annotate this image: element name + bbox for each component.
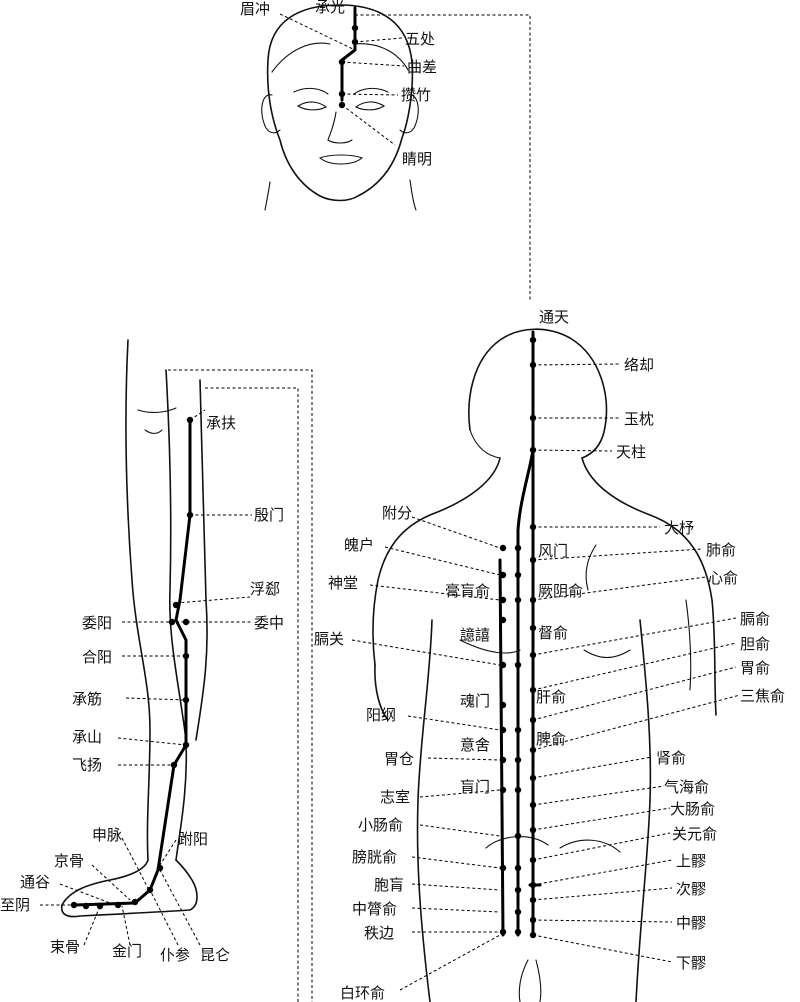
label-chengguang: 承光: [315, 0, 345, 16]
label-weizhong: 委中: [254, 614, 284, 632]
label-geshu: 膈俞: [740, 610, 770, 628]
label-ciliao: 次髎: [676, 880, 706, 898]
label-shangliao: 上髎: [676, 852, 706, 870]
label-weicang: 胃仓: [384, 750, 414, 768]
label-dachangshu: 大肠俞: [670, 800, 715, 818]
label-feiyang: 飞扬: [72, 756, 102, 774]
label-yanggang: 阳纲: [366, 706, 396, 724]
label-yixi: 譩譆: [460, 626, 490, 644]
label-zhishi: 志室: [380, 788, 410, 806]
label-shugu: 束骨: [50, 938, 80, 956]
label-jinmen: 金门: [112, 942, 142, 960]
label-fufen: 附分: [382, 504, 412, 522]
label-qihaishu: 气海俞: [664, 778, 709, 796]
label-shenmai: 申脉: [92, 826, 122, 844]
label-tianzhu: 天柱: [616, 443, 646, 461]
label-fuxi: 浮郄: [250, 580, 280, 598]
label-fengmen: 风门: [538, 542, 568, 560]
acupoints: [70, 24, 537, 939]
label-fuyang: 跗阳: [178, 830, 208, 848]
label-yishe: 意舍: [460, 736, 490, 754]
label-guanyuanshu: 关元俞: [672, 825, 717, 843]
head-labels: 眉冲 承光 五处 曲差 攒竹 睛明: [240, 0, 437, 168]
label-baohuang: 胞肓: [374, 876, 404, 894]
label-huangmen: 肓门: [460, 778, 490, 796]
label-weiyang: 委阳: [82, 614, 112, 632]
connector-lines: [168, 14, 531, 1002]
label-hunmen: 魂门: [460, 692, 490, 710]
label-tongtian: 通天: [539, 308, 569, 326]
label-baihuanshu: 白环俞: [340, 984, 385, 1002]
label-zhibian: 秩边: [364, 924, 394, 942]
label-zhongliao: 中髎: [676, 914, 706, 932]
label-danshu: 胆俞: [740, 635, 770, 653]
label-pohu: 魄户: [344, 536, 374, 554]
label-gaohuangshu: 膏肓俞: [445, 582, 490, 600]
label-ganshu: 肝俞: [536, 688, 566, 706]
label-kunlun: 昆仑: [200, 946, 230, 964]
label-feishu: 肺俞: [706, 541, 736, 559]
label-sanjiaoshu: 三焦俞: [740, 687, 785, 705]
back-figure: [372, 328, 717, 1002]
label-zanzhu: 攒竹: [401, 86, 431, 104]
label-chengfu: 承扶: [206, 414, 236, 432]
label-yinmen: 殷门: [254, 506, 284, 524]
label-chengjin: 承筋: [72, 690, 102, 708]
label-zhonglushu: 中膂俞: [352, 900, 397, 918]
label-xialiao: 下髎: [676, 954, 706, 972]
back-labels-left: 附分 魄户 神堂 膏肓俞 譩譆 膈关 魂门 阳纲 意舍 胃仓 肓门 志室 小肠俞…: [314, 504, 490, 1002]
label-shentang: 神堂: [328, 574, 358, 592]
label-jueyinshu: 厥阴俞: [538, 582, 583, 600]
label-yuzhen: 玉枕: [624, 410, 654, 428]
label-wuchu: 五处: [405, 30, 435, 48]
label-xiaochangshu: 小肠俞: [358, 816, 403, 834]
back-labels-right: 通天 络却 玉枕 天柱 大杼 风门 肺俞 厥阴俞 心俞 督俞 膈俞 胆俞 胃俞 …: [536, 308, 785, 972]
label-shenshu: 肾俞: [656, 749, 686, 767]
leg-labels: 承扶 殷门 浮郄 委阳 委中 合阳 承筋 承山 飞扬 跗阳 申脉 京骨 通谷 至…: [0, 414, 284, 964]
label-geguan: 膈关: [314, 630, 344, 648]
label-jingming: 睛明: [402, 150, 432, 168]
label-heyang: 合阳: [82, 648, 112, 666]
label-tonggu: 通谷: [20, 873, 50, 891]
label-qucha: 曲差: [407, 58, 437, 76]
label-meichong: 眉冲: [240, 0, 270, 18]
label-luoque: 络却: [624, 356, 654, 374]
label-pucan: 仆参: [160, 946, 190, 964]
label-pishu: 脾俞: [536, 730, 566, 748]
label-xinshu: 心俞: [708, 569, 738, 587]
label-dazhu: 大杼: [664, 519, 694, 537]
label-weishu: 胃俞: [740, 659, 770, 677]
leg-figure: [60, 339, 208, 918]
label-zhiyin: 至阴: [0, 896, 30, 914]
label-chengshan: 承山: [72, 728, 102, 746]
head-figure: [261, 4, 419, 211]
leader-lines: [40, 13, 741, 991]
label-dushu: 督俞: [538, 624, 568, 642]
label-jinggu: 京骨: [54, 852, 84, 870]
label-pangguangshu: 膀胱俞: [352, 848, 397, 866]
